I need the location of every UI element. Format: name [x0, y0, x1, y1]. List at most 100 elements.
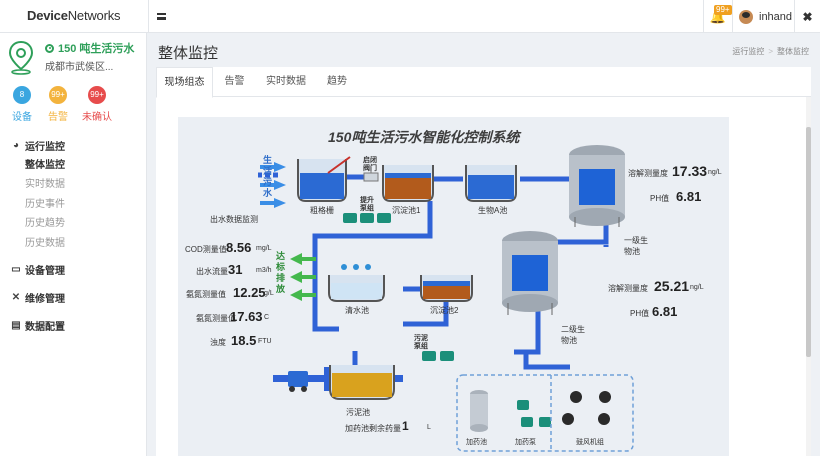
- bio1-ph-label: PH值: [650, 194, 670, 203]
- bio2-do-unit: ng/L: [690, 284, 704, 291]
- outlet-label: 氨氮测量值: [196, 314, 236, 323]
- app-logo[interactable]: DeviceNetworks: [27, 8, 121, 23]
- bio2-do-value: 25.21: [654, 278, 690, 294]
- wrench-icon: ✕: [11, 292, 21, 304]
- diagram-title: 150吨生活污水智能化控制系统: [328, 129, 520, 145]
- dosing-tank: [470, 390, 488, 432]
- stat-count: 99+: [49, 86, 67, 104]
- tab-bar: 现场组态 告警 实时数据 趋势: [156, 67, 811, 98]
- tab-alarms[interactable]: 告警: [224, 76, 245, 87]
- tab-trend[interactable]: 趋势: [327, 76, 347, 87]
- dosing-tank-label: 加药池: [466, 439, 487, 446]
- sidebar: 150 吨生活污水 成都市武侯区... 8 设备 99+ 告警 99+ 未确认 …: [0, 33, 147, 456]
- process-diagram: 150吨生活污水智能化控制系统 生活污水 达标排放 粗格栅 启闭阀门 提升泵组 …: [178, 117, 729, 456]
- user-menu[interactable]: inhand: [732, 0, 794, 33]
- stat-alarms[interactable]: 99+ 告警: [36, 86, 80, 123]
- bio1-do-unit: ng/L: [708, 169, 722, 176]
- stat-devices[interactable]: 8 设备: [0, 86, 44, 123]
- stat-label: 设备: [12, 112, 32, 123]
- bio1-label: 一级生物池: [624, 236, 648, 256]
- bio2-ph-value: 6.81: [652, 304, 678, 319]
- dosing-remaining-unit: L: [427, 424, 431, 431]
- blowers: [562, 391, 611, 425]
- bio2-ph-label: PH值: [630, 309, 650, 318]
- sidebar-item-history-trend[interactable]: 历史趋势: [25, 218, 65, 230]
- truck-icon: [288, 371, 308, 392]
- stat-unconfirmed[interactable]: 99+ 未确认: [75, 86, 119, 123]
- valve: [363, 167, 379, 182]
- stats-row: 8 设备 99+ 告警 99+ 未确认: [0, 86, 147, 123]
- outlet-unit: FTU: [258, 338, 272, 345]
- breadcrumb-item: 整体监控: [777, 47, 809, 56]
- outlet-value: 8.56: [226, 240, 252, 255]
- stat-count: 8: [13, 86, 31, 104]
- outlet-value: 31: [228, 262, 243, 277]
- close-button[interactable]: ✖: [794, 0, 820, 33]
- bio1-do-label: 溶解测量度: [628, 169, 668, 178]
- site-address: 成都市武侯区...: [45, 62, 114, 73]
- sidebar-item-realtime-data[interactable]: 实时数据: [25, 179, 65, 191]
- settling2-label: 沉淀池2: [430, 306, 459, 315]
- sidebar-item-history-data[interactable]: 历史数据: [25, 237, 65, 249]
- page-title: 整体监控: [158, 45, 219, 62]
- scrollbar-thumb[interactable]: [806, 127, 811, 357]
- outlet-value: 12.25: [233, 285, 266, 300]
- tab-scada[interactable]: 现场组态: [156, 67, 213, 98]
- settling1-label: 沉淀池1: [392, 206, 421, 215]
- inlet-label: 生活污水: [263, 155, 273, 198]
- sidebar-item-monitor[interactable]: ◕运行监控: [0, 136, 147, 154]
- bio2-label: 二级生物池: [561, 325, 585, 345]
- bio1-ph-value: 6.81: [676, 189, 702, 204]
- pipe: [312, 201, 433, 332]
- top-bar: DeviceNetworks 🔔 99+ inhand ✖: [0, 0, 820, 33]
- sludge-pump-label: 污泥泵组: [414, 335, 428, 350]
- sidebar-item-device-mgmt[interactable]: ▭设备管理: [11, 264, 65, 278]
- pipe: [403, 299, 449, 327]
- breadcrumb-separator: >: [768, 47, 773, 56]
- bio1-do-value: 17.33: [672, 163, 708, 179]
- process-graphics: [258, 145, 634, 452]
- dashboard-icon: ◕: [12, 139, 20, 151]
- avatar: [739, 9, 753, 24]
- dosing-pump-label: 加药泵: [515, 439, 536, 446]
- grille-label: 粗格栅: [310, 206, 334, 215]
- bio-a-tank: [465, 165, 517, 202]
- tab-realtime-data[interactable]: 实时数据: [266, 76, 306, 87]
- dosing-remaining-label: 加药池剩余药量: [345, 424, 401, 433]
- outlet-value: 17.63: [230, 309, 263, 324]
- outlet-label: 氨氮测量值: [186, 290, 226, 299]
- sidebar-nav: ◕运行监控 整体监控 实时数据 历史事件 历史趋势 历史数据 ▭设备管理 ✕维修…: [0, 136, 147, 337]
- bio-tower-1: [569, 145, 625, 227]
- stat-label: 告警: [48, 112, 68, 123]
- sidebar-item-history-events[interactable]: 历史事件: [25, 198, 65, 210]
- menu-toggle-button[interactable]: [148, 0, 174, 33]
- pump-groups: [343, 213, 551, 427]
- pipe-segment: [324, 367, 331, 391]
- blower-label: 鼓风机组: [576, 439, 604, 446]
- outlet-unit: C: [264, 314, 270, 321]
- sidebar-item-maintenance[interactable]: ✕维修管理: [11, 292, 65, 306]
- stat-label: 未确认: [82, 112, 112, 123]
- notification-badge: 99+: [714, 5, 732, 15]
- outlet-arrows: [290, 253, 316, 301]
- sidebar-item-overall-monitor[interactable]: 整体监控: [25, 160, 65, 171]
- sludge-tank: [329, 365, 395, 400]
- notification-button[interactable]: 🔔 99+: [703, 0, 732, 33]
- stat-count: 99+: [88, 86, 106, 104]
- valve-label: 启闭阀门: [363, 157, 377, 172]
- outlet-unit: g/L: [264, 290, 274, 297]
- breadcrumb-item[interactable]: 运行监控: [732, 47, 765, 56]
- bio-a-label: 生物A池: [478, 206, 508, 215]
- sidebar-item-data-config[interactable]: ▤数据配置: [11, 320, 65, 334]
- location-pin-icon: [8, 41, 34, 75]
- outlet-unit: m3/h: [256, 267, 272, 274]
- hamburger-icon: [157, 13, 166, 20]
- outlet-monitor-title: 出水数据监测: [210, 215, 258, 224]
- book-icon: ▤: [11, 320, 21, 332]
- clear-tank-label: 清水池: [345, 306, 369, 315]
- username: inhand: [759, 10, 793, 23]
- site-name[interactable]: 150 吨生活污水: [45, 40, 134, 56]
- close-icon: ✖: [802, 9, 813, 24]
- bio2-do-label: 溶解测量度: [608, 284, 648, 293]
- settling-tank-2: [420, 275, 473, 302]
